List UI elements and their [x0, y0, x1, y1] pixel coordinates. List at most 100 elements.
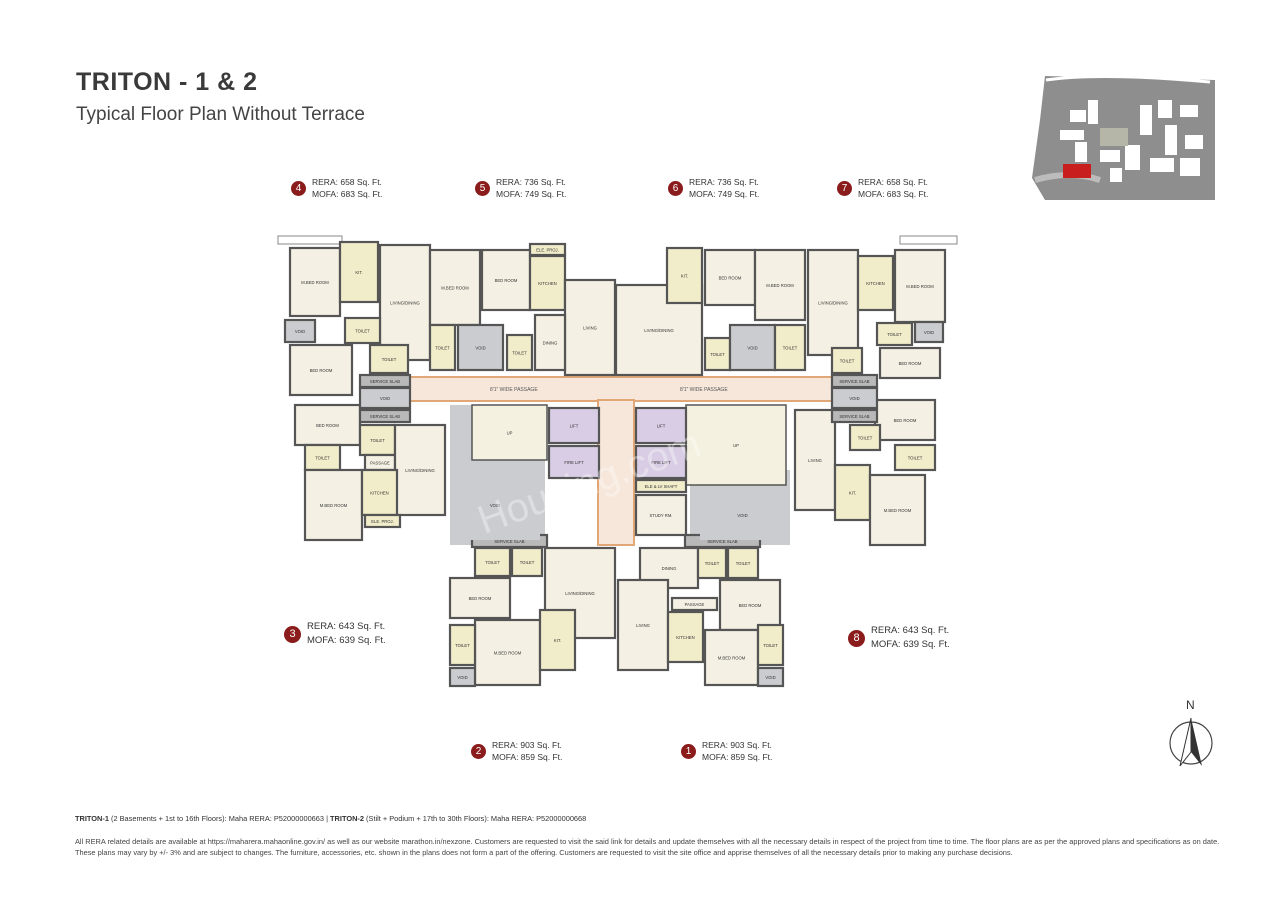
passage — [404, 376, 836, 402]
room-outline — [358, 386, 412, 410]
room-outline — [830, 408, 879, 424]
page-title: TRITON - 1 & 2 — [76, 68, 258, 96]
room-outline — [848, 423, 882, 452]
room-outline — [448, 576, 512, 620]
room-outline — [634, 478, 688, 494]
room-label: TOILET — [705, 561, 720, 566]
rera-area: RERA: 658 Sq. Ft. — [312, 177, 382, 187]
room-label: VOID — [457, 675, 467, 680]
room-label: M.BED ROOM — [320, 503, 348, 508]
room-outline — [728, 323, 777, 372]
room-label: VOID — [380, 396, 390, 401]
room-label: TOILET — [763, 643, 778, 648]
room-outline — [703, 336, 732, 372]
unit-number-badge: 1 — [681, 743, 696, 759]
central-corridor — [597, 399, 635, 546]
room-label: SERVICE SLAB — [707, 539, 737, 544]
room-label: LIVING — [583, 326, 597, 331]
room-outline — [856, 254, 895, 312]
room-outline — [547, 406, 601, 445]
stair — [471, 404, 548, 461]
mofa-area: MOFA: 683 Sq. Ft. — [312, 189, 383, 199]
room-outline — [428, 323, 457, 372]
room-label: TOILET — [887, 332, 902, 337]
room-label: SERVICE SLAB — [370, 379, 400, 384]
room-label: LIVING — [808, 458, 822, 463]
mofa-area: MOFA: 683 Sq. Ft. — [858, 189, 929, 199]
room-outline — [913, 320, 945, 344]
room-label: VOID — [295, 329, 305, 334]
room-outline — [288, 343, 354, 397]
room-outline — [563, 278, 617, 377]
room-outline — [703, 628, 760, 687]
room-outline — [303, 468, 364, 542]
room-outline — [338, 240, 380, 304]
room-outline — [533, 313, 567, 372]
room-label: KITCHEN — [676, 635, 694, 640]
room-outline — [665, 246, 704, 305]
rera-area: RERA: 736 Sq. Ft. — [689, 177, 759, 187]
room-outline — [830, 346, 864, 375]
room-label: SERVICE SLAB — [370, 414, 400, 419]
unit-number-badge: 3 — [284, 625, 301, 643]
room-label: KIT. — [355, 270, 362, 275]
room-outline — [830, 386, 879, 410]
room-outline — [893, 443, 937, 472]
unit-number-badge: 7 — [837, 180, 852, 196]
room-outline — [756, 623, 785, 667]
room-outline — [670, 596, 719, 612]
room-label: TOILET — [485, 560, 500, 565]
room-outline — [456, 323, 505, 372]
room-outline — [368, 343, 410, 375]
unit-number-badge: 2 — [471, 743, 486, 759]
disclaimer-text: All RERA related details are available a… — [75, 837, 1220, 857]
room-outline — [448, 623, 477, 667]
north-label: N — [1186, 698, 1195, 712]
rera-area: RERA: 903 Sq. Ft. — [492, 740, 562, 750]
room-outline — [528, 242, 567, 257]
room-label: TOILET — [315, 456, 330, 461]
room-outline — [510, 546, 544, 578]
room-label: BED ROOM — [495, 278, 518, 283]
room-outline — [358, 408, 412, 424]
room-label: LIVING/DINING — [405, 468, 435, 473]
room-label: TOILET — [783, 346, 798, 351]
room-outline — [614, 283, 704, 377]
room-label: VOID — [747, 346, 757, 351]
page-subtitle: Typical Floor Plan Without Terrace — [76, 104, 365, 125]
room-label: LIFT — [570, 424, 579, 429]
unit-label-1: 1 RERA: 903 Sq. Ft.MOFA: 859 Sq. Ft. — [681, 739, 772, 763]
room-label: VOID — [849, 396, 859, 401]
room-outline — [666, 610, 705, 664]
room-outline — [343, 316, 382, 345]
room-label: VOID — [737, 513, 747, 518]
room-label: VOID — [765, 675, 775, 680]
room-label: KIT. — [554, 638, 561, 643]
rera-area: RERA: 658 Sq. Ft. — [858, 177, 928, 187]
room-label: M.BED ROOM — [494, 651, 522, 656]
room-outline — [868, 473, 927, 547]
room-outline — [480, 248, 532, 312]
room-outline — [696, 546, 728, 580]
room-label: VOID — [490, 503, 500, 508]
room-label: FIRE LIFT — [651, 460, 671, 465]
unit-number-badge: 6 — [668, 180, 683, 196]
room-label: M.BED ROOM — [441, 286, 469, 291]
passage-label-left: 8'1" WIDE PASSAGE — [490, 387, 538, 393]
room-outline — [360, 468, 399, 517]
room-outline — [505, 333, 534, 372]
room-outline — [283, 318, 317, 344]
room-label: TOILET — [435, 346, 450, 351]
room-outline — [756, 666, 785, 688]
room-outline — [833, 463, 872, 522]
stair — [685, 404, 787, 486]
room-label: VOID — [475, 346, 485, 351]
room-label: LIFT — [657, 424, 666, 429]
room-outline — [616, 578, 670, 672]
room-label: ELE & LV SHAFT — [645, 484, 678, 489]
mofa-area: MOFA: 749 Sq. Ft. — [689, 189, 760, 199]
room-outline — [634, 406, 688, 445]
room-outline — [753, 248, 807, 322]
room-label: BED ROOM — [739, 603, 762, 608]
room-label: DINING — [543, 341, 558, 346]
